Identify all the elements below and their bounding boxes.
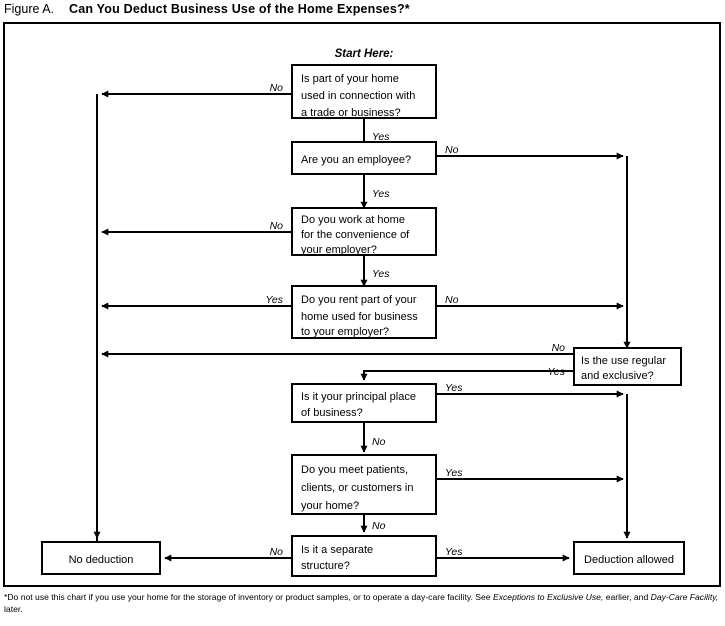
node-q2-line1: Are you an employee? <box>301 154 411 166</box>
flowchart-frame: Start Here: Is part of your home used in… <box>3 22 721 587</box>
node-q4[interactable]: Do you rent part of your home used for b… <box>291 285 437 339</box>
node-q1-line2: used in connection with <box>301 90 415 102</box>
node-no-deduction-label: No deduction <box>69 554 134 566</box>
node-q7-box[interactable] <box>291 454 437 515</box>
edge-label-q1-yes: Yes <box>372 131 390 143</box>
flowchart-svg: Start Here: Is part of your home used in… <box>41 48 685 577</box>
edge-q5-yes <box>360 370 574 381</box>
node-q5-line2: and exclusive? <box>581 370 654 382</box>
node-no-deduction-box[interactable] <box>41 541 161 575</box>
edge-label-q5-no: No <box>552 342 566 354</box>
footnote-part2: earlier, and <box>603 592 651 602</box>
edge-label-q3-yes: Yes <box>372 268 390 280</box>
node-q3-line1: Do you work at home <box>301 214 405 226</box>
footnote-part3: later. <box>4 603 23 614</box>
node-deduction-allowed-label: Deduction allowed <box>584 554 674 566</box>
footnote-italic1: Exceptions to Exclusive Use, <box>492 592 604 602</box>
edge-label-q6-yes: Yes <box>445 382 463 394</box>
start-here-label: Start Here: <box>335 48 394 60</box>
node-q3-line2: for the convenience of <box>301 229 410 241</box>
node-q7-line2: clients, or customers in <box>301 482 413 494</box>
node-q3[interactable]: Do you work at home for the convenience … <box>291 207 437 256</box>
edge-label-q7-no: No <box>372 520 386 532</box>
node-q3-box[interactable] <box>291 207 437 256</box>
flow-connectors <box>93 90 631 562</box>
figure-headline: Can You Deduct Business Use of the Home … <box>69 2 410 16</box>
edge-label-q3-no: No <box>270 220 284 232</box>
node-deduction-allowed-box[interactable] <box>573 541 685 575</box>
node-q4-line3: to your employer? <box>301 326 389 338</box>
edge-label-q5-yes: Yes <box>547 366 565 378</box>
node-q1-line3: a trade or business? <box>301 107 401 119</box>
figure-label: Figure A. <box>4 2 55 16</box>
node-q1[interactable]: Is part of your home used in connection … <box>291 64 437 119</box>
node-q7-line3: your home? <box>301 500 359 512</box>
node-q7-line1: Do you meet patients, <box>301 464 408 476</box>
edge-label-q2-yes: Yes <box>372 188 390 200</box>
edge-label-q1-no: No <box>270 82 284 94</box>
node-q1-box[interactable] <box>291 64 437 119</box>
edge-labels: No Yes No Yes No Yes Yes No No Yes Yes N… <box>265 82 565 558</box>
node-q2[interactable]: Are you an employee? <box>291 141 437 175</box>
node-q3-line3: your employer? <box>301 244 377 256</box>
node-q6-line2: of business? <box>301 407 363 419</box>
node-q8-line2: structure? <box>301 560 350 572</box>
node-q8-line1: Is it a separate <box>301 544 373 556</box>
node-q5-line1: Is the use regular <box>581 355 666 367</box>
node-deduction-allowed[interactable]: Deduction allowed <box>573 541 685 575</box>
node-q2-box[interactable] <box>291 141 437 175</box>
edge-label-q6-no: No <box>372 436 386 448</box>
edge-label-q2-no: No <box>445 144 459 156</box>
node-q7[interactable]: Do you meet patients, clients, or custom… <box>291 454 437 515</box>
node-q1-line1: Is part of your home <box>301 73 399 85</box>
node-q5[interactable]: Is the use regular and exclusive? <box>573 347 682 386</box>
node-q4-line1: Do you rent part of your <box>301 294 417 306</box>
footnote-italic2: Day-Care Facility, <box>650 592 719 602</box>
node-q6[interactable]: Is it your principal place of business? <box>291 383 437 423</box>
node-q8[interactable]: Is it a separate structure? <box>291 535 437 577</box>
node-q5-box[interactable] <box>573 347 682 386</box>
figure-title: Figure A. Can You Deduct Business Use of… <box>4 2 410 16</box>
footnote-part1: *Do not use this chart if you use your h… <box>4 592 493 602</box>
node-q6-line1: Is it your principal place <box>301 391 416 403</box>
edge-label-q8-no: No <box>270 546 284 558</box>
edge-label-q7-yes: Yes <box>445 467 463 479</box>
node-no-deduction[interactable]: No deduction <box>41 541 161 575</box>
node-q8-box[interactable] <box>291 535 437 577</box>
node-q4-line2: home used for business <box>301 311 418 323</box>
node-q6-box[interactable] <box>291 383 437 423</box>
footnote: *Do not use this chart if you use your h… <box>4 592 720 615</box>
edge-label-q8-yes: Yes <box>445 546 463 558</box>
node-q4-box[interactable] <box>291 285 437 339</box>
edge-label-q4-yes: Yes <box>265 294 283 306</box>
edge-label-q4-no: No <box>445 294 459 306</box>
